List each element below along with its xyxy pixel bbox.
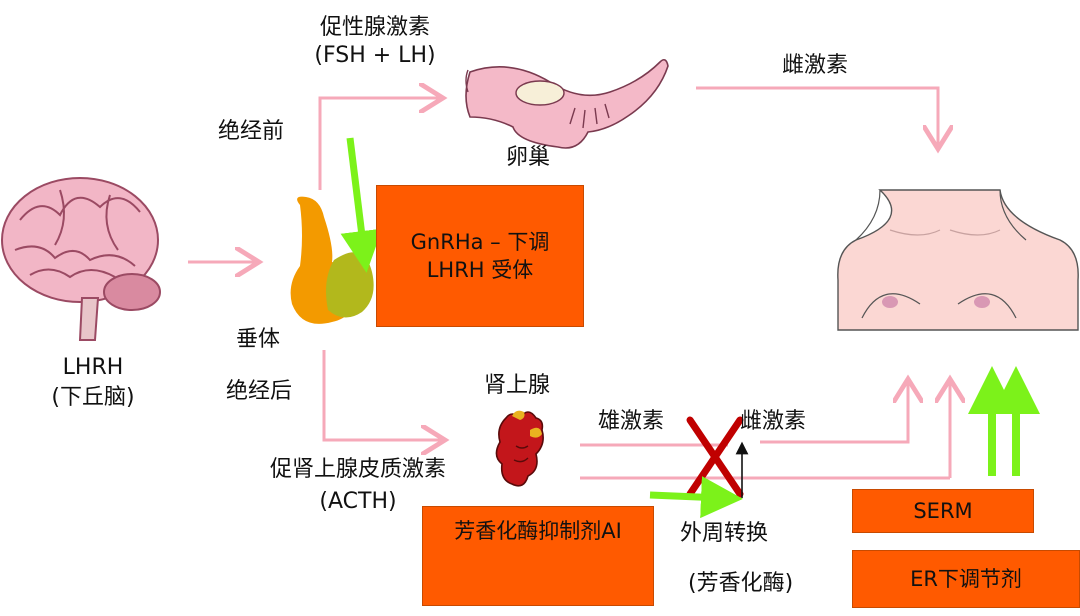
torso-icon (837, 189, 1079, 331)
ovary-icon (465, 58, 669, 149)
arrow-estrogen-to-torso (760, 382, 908, 444)
label-acth: 促肾上腺皮质激素 (269, 457, 446, 482)
arrow-pituitary-to-adrenal (322, 350, 442, 440)
cross-icon (686, 416, 744, 498)
er-downregulator-box: ER下调节剂 (852, 550, 1080, 608)
arrow-pituitary-to-ovary (318, 98, 440, 190)
label-peripheral-conversion: 外周转换 (680, 521, 769, 546)
gnrha-line2: LHRH 受体 (426, 258, 534, 282)
label-ovary: 卵巢 (506, 145, 551, 170)
er-downregulator-label: ER下调节剂 (910, 566, 1022, 591)
label-gonadotropins: 促性腺激素 (319, 15, 430, 40)
ai-box-label: 芳香化酶抑制剂AI (454, 519, 622, 543)
gnrha-box: GnRHa – 下调 LHRH 受体 (376, 185, 584, 327)
label-aromatase: (芳香化酶) (688, 571, 794, 596)
adrenal-icon (495, 410, 544, 487)
label-postmenopause: 绝经后 (226, 379, 293, 404)
label-premenopause: 绝经前 (218, 119, 285, 144)
serm-box: SERM (852, 489, 1034, 533)
label-pituitary: 垂体 (236, 327, 281, 352)
label-adrenal: 肾上腺 (484, 373, 551, 398)
ai-box: 芳香化酶抑制剂AI (422, 506, 654, 606)
label-androgen: 雄激素 (598, 409, 665, 434)
arrow-ovary-to-torso (696, 86, 938, 146)
serm-box-label: SERM (913, 498, 973, 523)
label-acth-abbr: (ACTH) (319, 489, 397, 514)
green-arrow-ai (649, 476, 743, 519)
label-gonadotropins-abbr: (FSH + LH) (314, 43, 436, 68)
brain-icon (1, 177, 161, 341)
label-lhrh: LHRH (62, 355, 124, 380)
gnrha-line1: GnRHa – 下调 (410, 229, 550, 254)
label-estrogen-top: 雌激素 (782, 53, 849, 78)
green-arrows-up (968, 366, 1040, 476)
green-arrow-gnrha (340, 137, 383, 273)
label-hypothalamus: (下丘脑) (51, 385, 135, 410)
label-estrogen-mid: 雌激素 (740, 409, 807, 434)
